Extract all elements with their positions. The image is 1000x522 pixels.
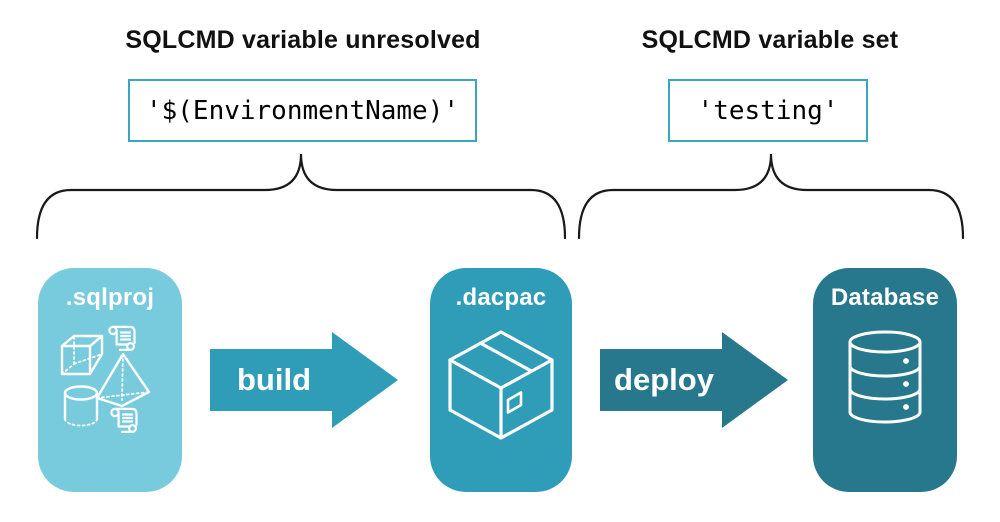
deploy-arrow: deploy: [600, 332, 788, 428]
build-arrow: build: [210, 332, 398, 428]
database-node-label: Database: [830, 284, 940, 311]
code-text-environment-name: '$(EnvironmentName)': [145, 95, 460, 126]
sqlproj-node: .sqlproj: [38, 268, 182, 492]
dacpac-node-label: .dacpac: [455, 284, 547, 311]
package-box-icon: [448, 330, 554, 440]
dacpac-node: .dacpac: [430, 268, 572, 492]
sqlproj-node-label: .sqlproj: [65, 284, 155, 311]
heading-sqlcmd-set: SQLCMD variable set: [641, 26, 899, 54]
code-box-testing: 'testing': [668, 79, 868, 142]
database-node: Database: [813, 268, 957, 492]
heading-sqlcmd-unresolved: SQLCMD variable unresolved: [125, 26, 481, 54]
left-brace: [35, 153, 567, 240]
code-text-testing: 'testing': [697, 95, 839, 126]
sql-project-objects-icon: [60, 325, 151, 433]
right-brace: [577, 153, 965, 240]
database-cylinder-icon: [848, 330, 922, 424]
build-arrow-label: build: [236, 362, 312, 397]
deploy-arrow-label: deploy: [614, 362, 714, 397]
code-box-environment-name: '$(EnvironmentName)': [128, 79, 477, 142]
